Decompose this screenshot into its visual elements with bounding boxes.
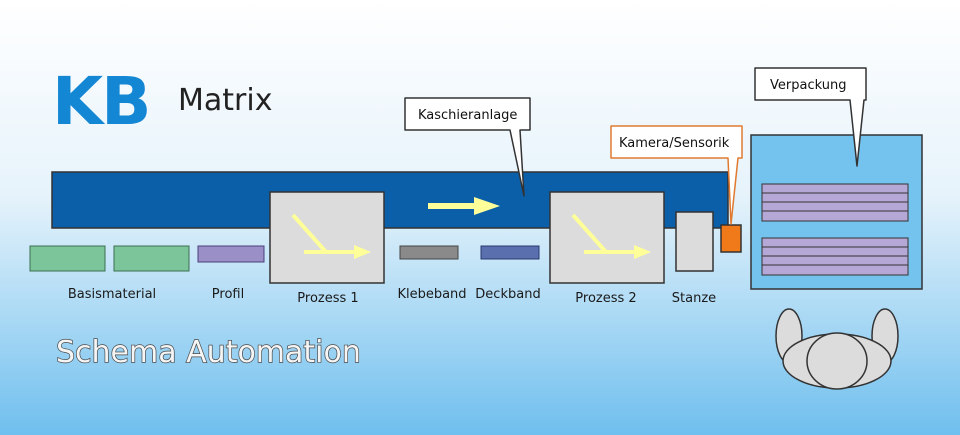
prozess-2-box	[549, 191, 665, 284]
stack-lower	[761, 237, 909, 276]
logo-matrix: Matrix	[178, 83, 272, 118]
profil-block	[197, 245, 265, 263]
label-prozess-1: Prozess 1	[297, 291, 358, 306]
callout-kamera: Kamera/Sensorik	[610, 125, 743, 225]
basismaterial-block-1	[29, 245, 106, 272]
callout-kaschieranlage-text: Kaschieranlage	[418, 108, 517, 123]
basismaterial-block-2	[113, 245, 190, 272]
callout-kaschieranlage: Kaschieranlage	[404, 97, 531, 197]
prozess-1-box	[269, 191, 385, 284]
label-profil: Profil	[212, 287, 244, 302]
operator-icon	[775, 308, 899, 390]
label-stanze: Stanze	[672, 291, 716, 306]
logo-kb: KB	[52, 63, 149, 140]
label-basismaterial: Basismaterial	[68, 287, 156, 302]
callout-verpackung-text: Verpackung	[770, 78, 846, 93]
stack-upper	[761, 183, 909, 222]
label-prozess-2: Prozess 2	[575, 291, 636, 306]
klebeband-block	[399, 245, 459, 260]
label-klebeband: Klebeband	[397, 287, 466, 302]
verpackung-box	[750, 134, 923, 290]
deckband-block	[480, 245, 540, 260]
schema-title: Schema Automation	[56, 335, 361, 370]
callout-kamera-text: Kamera/Sensorik	[619, 136, 730, 151]
kamera-sensor-box	[720, 224, 742, 253]
label-deckband: Deckband	[475, 287, 540, 302]
kb-matrix-logo: KB Matrix	[52, 63, 272, 140]
conveyor-arrow-icon	[428, 197, 500, 215]
callout-verpackung: Verpackung	[754, 67, 867, 167]
stanze-box	[675, 211, 714, 272]
